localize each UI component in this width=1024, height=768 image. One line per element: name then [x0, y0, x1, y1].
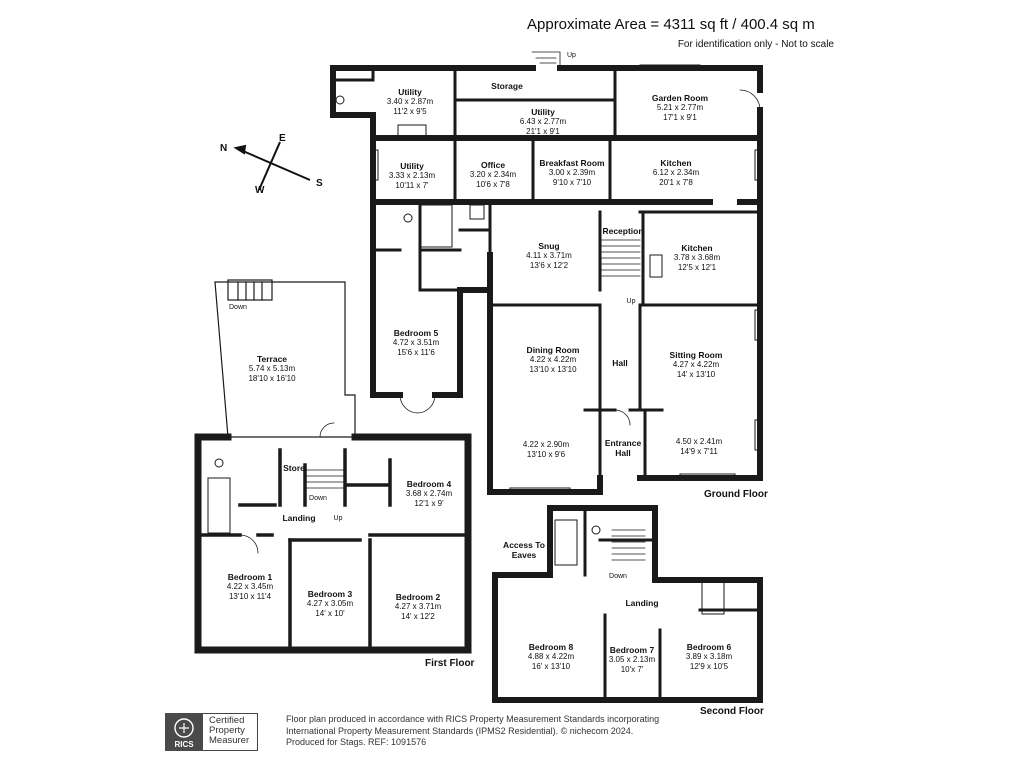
- ground-floor-title: Ground Floor: [704, 489, 768, 500]
- compass-north: N: [220, 143, 228, 154]
- footer-line-2: International Property Measurement Stand…: [286, 725, 634, 736]
- room-bedroom-6: Bedroom 6 3.89 x 3.18m 12'9 x 10'5: [685, 642, 733, 671]
- stairs-down-first: Down: [309, 495, 327, 502]
- room-storage: Storage: [491, 81, 523, 91]
- room-landing-second: Landing: [625, 598, 659, 608]
- room-store: Store: [283, 463, 305, 473]
- room-sitting-lower: 4.50 x 2.41m 14'9 x 7'11: [675, 437, 723, 456]
- room-breakfast-room: Breakfast Room 3.00 x 2.39m 9'10 x 7'10: [539, 158, 605, 187]
- footer-line-3: Produced for Stags. REF: 1091576: [286, 737, 427, 747]
- room-terrace: Terrace 5.74 x 5.13m 18'10 x 16'10: [248, 354, 296, 383]
- room-snug: Snug 4.11 x 3.71m 13'6 x 12'2: [526, 241, 572, 270]
- room-sitting-room: Sitting Room 4.27 x 4.22m 14' x 13'10: [669, 350, 723, 379]
- compass-south: S: [316, 178, 323, 189]
- room-bedroom-1: Bedroom 1 4.22 x 3.45m 13'10 x 11'4: [226, 572, 274, 601]
- door-swings: [239, 89, 761, 554]
- scale-note: For identification only - Not to scale: [677, 39, 834, 50]
- compass-east: E: [279, 133, 286, 144]
- room-kitchen-1: Kitchen 6.12 x 2.34m 20'1 x 7'8: [652, 158, 700, 187]
- footer-note: Floor plan produced in accordance with R…: [286, 714, 659, 749]
- second-floor-internal-walls: [583, 506, 762, 702]
- room-office: Office 3.20 x 2.34m 10'6 x 7'8: [469, 160, 517, 189]
- room-dining-room: Dining Room 4.22 x 4.22m 13'10 x 13'10: [526, 345, 580, 374]
- room-hall: Hall: [612, 358, 628, 368]
- first-floor-title: First Floor: [425, 658, 475, 669]
- room-utility-mid: Utility 6.43 x 2.77m 21'1 x 9'1: [519, 107, 567, 136]
- rics-logo-text: RICS: [174, 740, 194, 749]
- room-utility-low: Utility 3.33 x 2.13m 10'11 x 7': [388, 161, 436, 190]
- stairs-down-second: Down: [609, 573, 627, 580]
- room-bedroom-4: Bedroom 4 3.68 x 2.74m 12'1 x 9': [405, 479, 453, 508]
- ground-floor-walls: [330, 65, 763, 495]
- stairs-down-terrace: Down: [229, 304, 247, 311]
- stairs-up-first: Up: [333, 515, 343, 522]
- windows: [372, 64, 761, 494]
- certified-property-measurer: Certified Property Measurer: [203, 713, 258, 751]
- stairs-hatching: [304, 51, 646, 561]
- first-floor-internal-walls: [196, 448, 470, 652]
- room-landing-first: Landing: [282, 513, 316, 523]
- compass-rose: [233, 141, 311, 191]
- room-dining-lower: 4.22 x 2.90m 13'10 x 9'6: [522, 440, 570, 459]
- second-floor-walls: [492, 505, 763, 703]
- rics-logo: RICS: [165, 713, 203, 751]
- footer-line-1: Floor plan produced in accordance with R…: [286, 714, 660, 724]
- room-bedroom-2: Bedroom 2 4.27 x 3.71m 14' x 12'2: [394, 592, 442, 621]
- second-floor-title: Second Floor: [700, 706, 764, 717]
- room-bedroom-3: Bedroom 3 4.27 x 3.05m 14' x 10': [306, 589, 354, 618]
- room-entrance-hall: Entrance Hall: [604, 438, 642, 458]
- stairs-up-garden: Up: [567, 52, 576, 59]
- room-access-eaves: Access To Eaves: [503, 540, 545, 560]
- room-garden-room: Garden Room 5.21 x 2.77m 17'1 x 9'1: [651, 93, 709, 122]
- room-utility-top: Utility 3.40 x 2.87m 11'2 x 9'5: [386, 87, 434, 116]
- ground-floor-internal-walls: [331, 66, 762, 480]
- compass-west: W: [255, 185, 265, 196]
- stairs-up-ground: Up: [626, 298, 636, 305]
- room-bedroom-5: Bedroom 5 4.72 x 3.51m 15'6 x 11'6: [392, 328, 440, 357]
- room-kitchen-2: Kitchen 3.78 x 3.68m 12'5 x 12'1: [673, 243, 721, 272]
- room-reception: Reception: [602, 226, 644, 236]
- fixtures: [207, 95, 725, 615]
- room-bedroom-7: Bedroom 7 3.05 x 2.13m 10'x 7': [608, 645, 656, 674]
- room-bedroom-8: Bedroom 8 4.88 x 4.22m 16' x 13'10: [527, 642, 575, 671]
- first-floor-walls: [194, 433, 472, 654]
- approximate-area: Approximate Area = 4311 sq ft / 400.4 sq…: [527, 16, 815, 33]
